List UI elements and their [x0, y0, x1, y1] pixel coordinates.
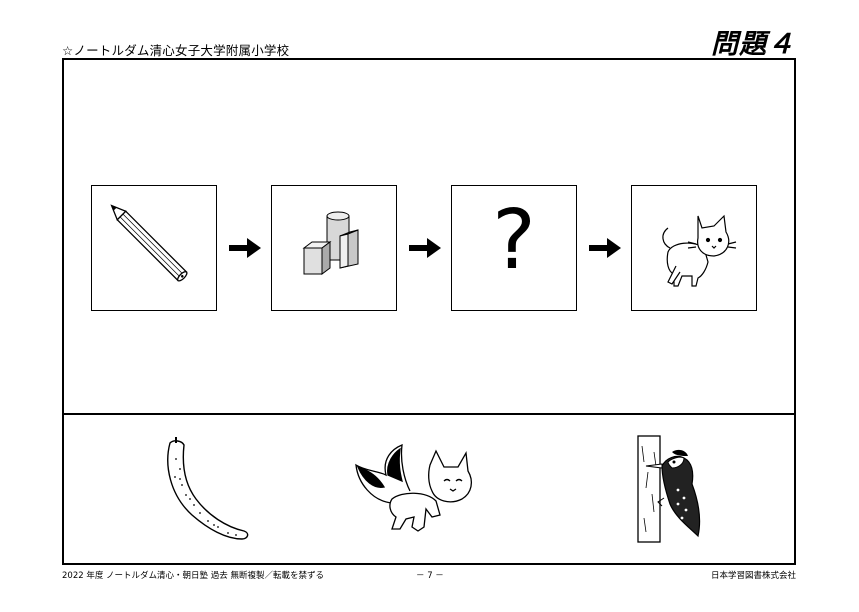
section-divider	[64, 413, 794, 415]
pencil-icon	[110, 204, 188, 282]
sequence-box-cat	[631, 185, 757, 311]
loofah-icon[interactable]	[156, 435, 256, 545]
blocks-icon	[302, 211, 359, 275]
sequence-box-blocks	[271, 185, 397, 311]
right-arrow-icon	[409, 238, 441, 258]
fox-icon[interactable]	[352, 435, 482, 545]
question-mark: ?	[492, 193, 536, 288]
page-number: － 7 －	[416, 571, 444, 581]
cat-icon	[662, 214, 737, 287]
problem-title: 問題４	[711, 29, 795, 60]
footer-copyright: 2022 年度 ノートルダム清心・朝日塾 過去 無断複製／転載を禁ずる	[62, 571, 324, 581]
question-frame: ?	[62, 58, 796, 565]
woodpecker-icon[interactable]	[632, 432, 712, 546]
sequence-box-question[interactable]: ?	[451, 185, 577, 311]
sequence-box-pencil	[91, 185, 217, 311]
right-arrow-icon	[229, 238, 261, 258]
school-name: ☆ノートルダム清心女子大学附属小学校	[62, 43, 290, 58]
publisher: 日本学習図書株式会社	[710, 571, 796, 581]
right-arrow-icon	[589, 238, 621, 258]
